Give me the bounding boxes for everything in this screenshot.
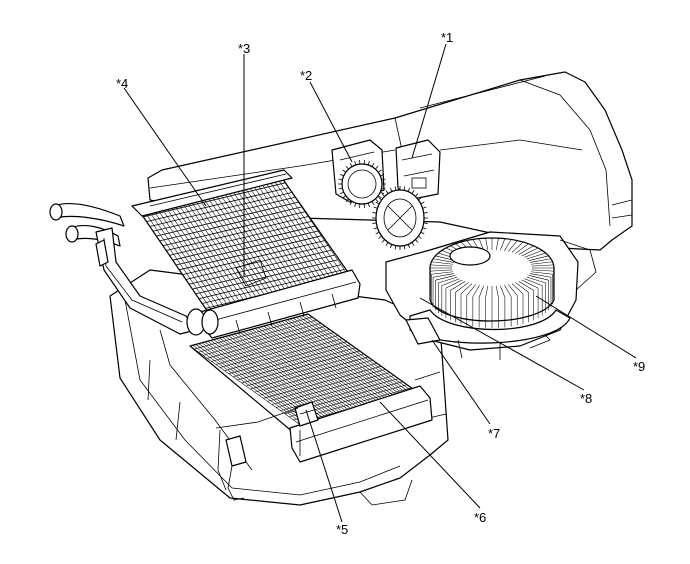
callout-7: *7: [488, 426, 500, 441]
callout-2: *2: [300, 68, 312, 83]
callout-labels: *1 *2 *3 *4 *5 *6 *7 *8 *9: [116, 30, 645, 537]
blower-damper-gear: [372, 186, 428, 250]
leader-line-5: [305, 409, 343, 523]
leader-line-2: [309, 81, 353, 163]
blower-assembly: [385, 231, 597, 360]
callout-3: *3: [238, 41, 250, 56]
callout-1: *1: [441, 30, 453, 45]
callout-8: *8: [580, 391, 592, 406]
leader-line-6: [379, 401, 481, 509]
leader-line-8: [419, 297, 585, 391]
heater-pipes: [49, 203, 219, 336]
evaporator-temperature-sensor-harness: [215, 407, 299, 501]
leader-line-9: [535, 295, 637, 359]
callout-5: *5: [336, 522, 348, 537]
callout-4: *4: [116, 76, 128, 91]
callout-6: *6: [474, 510, 486, 525]
evaporator-fin-grid: [190, 314, 420, 427]
leader-line-7: [431, 339, 491, 425]
air-mix-servo-motor: [331, 139, 386, 208]
mode-servo-motor: [395, 139, 441, 201]
callout-9: *9: [633, 359, 645, 374]
evaporator-core: [189, 313, 433, 463]
leader-line-1: [411, 43, 447, 159]
leader-lines: [123, 43, 637, 523]
heater-core: [131, 169, 361, 339]
leader-line-4: [123, 87, 207, 207]
